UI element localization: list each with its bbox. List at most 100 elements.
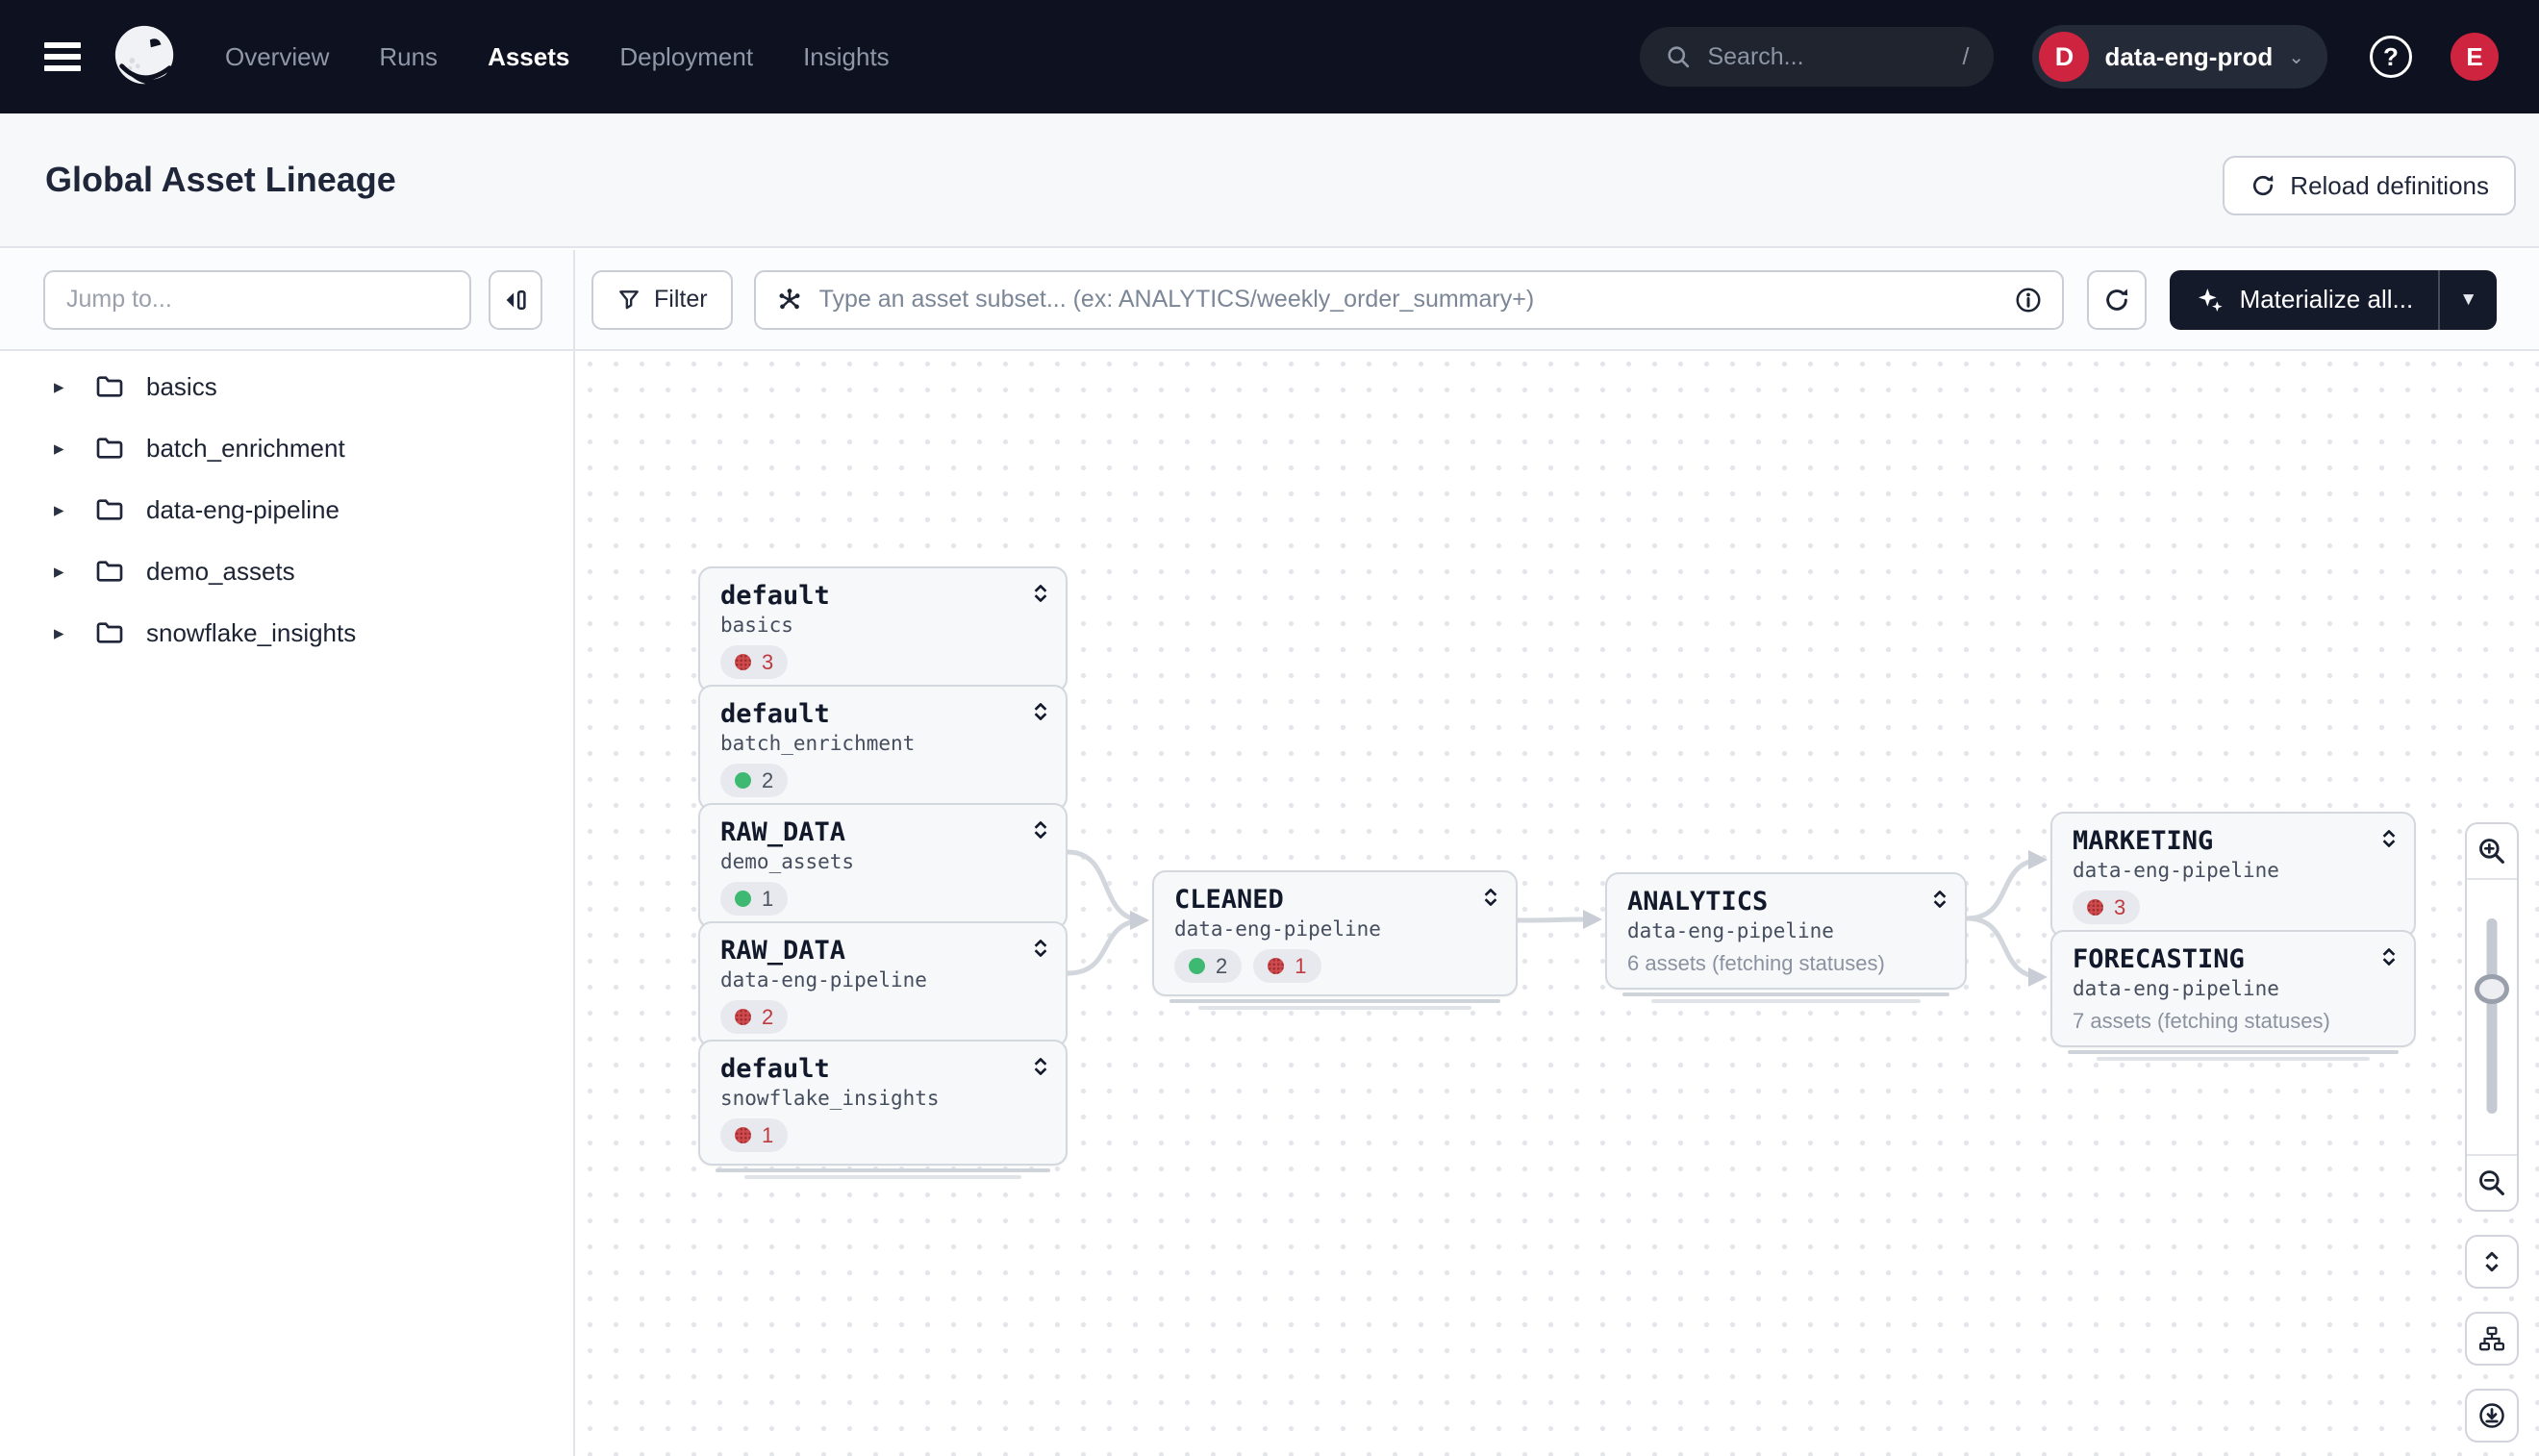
node-subtitle: data-eng-pipeline (1627, 919, 1834, 942)
download-image-button[interactable] (2465, 1389, 2519, 1443)
sidebar-folder-data-eng-pipeline[interactable]: ▸ data-eng-pipeline (0, 479, 573, 540)
unfold-icon[interactable] (1478, 885, 1503, 910)
folder-list: ▸ basics▸ batch_enrichment▸ data-eng-pip… (0, 356, 573, 664)
help-button[interactable]: ? (2370, 36, 2412, 78)
nav-link-insights[interactable]: Insights (803, 41, 890, 71)
sidebar-toolbar (0, 250, 575, 349)
caret-right-icon[interactable]: ▸ (54, 437, 64, 460)
lineage-toolbar: Filter (0, 250, 2539, 351)
caret-right-icon[interactable]: ▸ (54, 560, 64, 583)
node-title: RAW_DATA (720, 936, 846, 966)
error-dot-icon (2087, 899, 2103, 916)
status-count: 1 (1295, 953, 1307, 978)
nav-link-runs[interactable]: Runs (379, 41, 439, 71)
status-count: 3 (762, 649, 774, 674)
materialize-all-label: Materialize all... (2239, 285, 2414, 314)
nav-link-overview[interactable]: Overview (225, 41, 330, 71)
unfold-icon[interactable] (2376, 826, 2401, 851)
node-subtitle: data-eng-pipeline (2073, 859, 2279, 882)
materialize-options-caret[interactable]: ▼ (2459, 289, 2477, 310)
zoom-slider-thumb[interactable] (2475, 974, 2509, 1004)
node-title: default (720, 581, 830, 611)
zoom-slider-track[interactable] (2486, 918, 2498, 1114)
status-badges: 3 (2073, 891, 2397, 924)
unfold-icon[interactable] (2376, 944, 2401, 969)
global-search[interactable]: / (1640, 27, 1995, 87)
edge-ANALYTICS-to-MARKETING (1966, 850, 2048, 921)
workspace-name: data-eng-prod (2104, 41, 2274, 71)
sidebar-folder-basics[interactable]: ▸ basics (0, 356, 573, 417)
caret-right-icon[interactable]: ▸ (54, 498, 64, 521)
zoom-slider[interactable] (2467, 880, 2517, 1154)
node-status-note: 6 assets (fetching statuses) (1627, 951, 1885, 975)
expand-collapse-all-button[interactable] (2465, 1235, 2519, 1289)
zoom-out-icon (2479, 1170, 2504, 1195)
error-dot-icon (1268, 958, 1285, 974)
error-dot-icon (735, 1009, 751, 1025)
asset-tree-sidebar: ▸ basics▸ batch_enrichment▸ data-eng-pip… (0, 351, 575, 1456)
hierarchy-icon (2479, 1326, 2504, 1351)
relayout-graph-button[interactable] (2465, 1312, 2519, 1366)
status-badge-error: 3 (720, 645, 789, 679)
edge-RAW_DATA/demo_assets-to-CLEANED (1067, 849, 1149, 930)
unfold-icon[interactable] (1028, 581, 1053, 606)
caret-right-icon[interactable]: ▸ (54, 375, 64, 398)
node-title: CLEANED (1174, 885, 1284, 915)
refresh-icon (2253, 175, 2274, 196)
hamburger-menu-icon[interactable] (44, 42, 81, 71)
workspace-switcher[interactable]: D data-eng-prod ⌄ (2032, 25, 2327, 88)
unfold-icon (2485, 1251, 2499, 1272)
asset-subset-input[interactable] (818, 286, 1999, 314)
jump-to-input[interactable] (43, 269, 471, 330)
asset-group-node-MARKETING-data-eng-pipeline[interactable]: MARKETING data-eng-pipeline 3 (2050, 812, 2416, 951)
nav-link-deployment[interactable]: Deployment (619, 41, 754, 71)
nav-link-assets[interactable]: Assets (488, 41, 570, 71)
reload-definitions-button[interactable]: Reload definitions (2223, 156, 2516, 215)
unfold-icon[interactable] (1927, 887, 1952, 912)
user-avatar[interactable]: E (2451, 33, 2499, 81)
sidebar-folder-batch_enrichment[interactable]: ▸ batch_enrichment (0, 417, 573, 479)
error-dot-icon (735, 1127, 751, 1143)
unfold-icon[interactable] (1028, 936, 1053, 961)
collapse-sidebar-button[interactable] (489, 269, 542, 330)
success-dot-icon (735, 772, 751, 789)
node-subtitle: snowflake_insights (720, 1087, 940, 1110)
unfold-icon[interactable] (1028, 817, 1053, 842)
filter-button[interactable]: Filter (591, 269, 733, 330)
page-header: Global Asset Lineage Reload definitions (0, 113, 2539, 248)
graph-controls (2465, 822, 2519, 1443)
search-input[interactable] (1707, 42, 1948, 71)
refresh-graph-button[interactable] (2086, 269, 2147, 330)
unfold-icon[interactable] (1028, 1054, 1053, 1079)
search-shortcut-hint: / (1962, 42, 1970, 70)
status-badges: 2 (720, 1000, 1048, 1034)
sidebar-folder-demo_assets[interactable]: ▸ demo_assets (0, 540, 573, 602)
folder-icon (96, 561, 123, 582)
search-icon (1668, 46, 1690, 68)
node-title: RAW_DATA (720, 817, 846, 847)
zoom-in-icon (2479, 839, 2504, 864)
download-icon (2479, 1403, 2504, 1428)
sidebar-folder-snowflake_insights[interactable]: ▸ snowflake_insights (0, 602, 573, 664)
unfold-icon[interactable] (1028, 699, 1053, 724)
status-count: 2 (762, 1004, 774, 1029)
materialize-all-button[interactable]: Materialize all... ▼ (2169, 269, 2497, 330)
zoom-out-button[interactable] (2467, 1154, 2517, 1210)
node-title: MARKETING (2073, 826, 2214, 856)
zoom-in-button[interactable] (2467, 824, 2517, 880)
status-badge-error: 2 (720, 1000, 789, 1034)
caret-right-icon[interactable]: ▸ (54, 621, 64, 644)
node-status-note: 7 assets (fetching statuses) (2073, 1009, 2330, 1033)
info-icon[interactable] (2014, 286, 2043, 314)
status-badges: 3 (720, 645, 1048, 679)
